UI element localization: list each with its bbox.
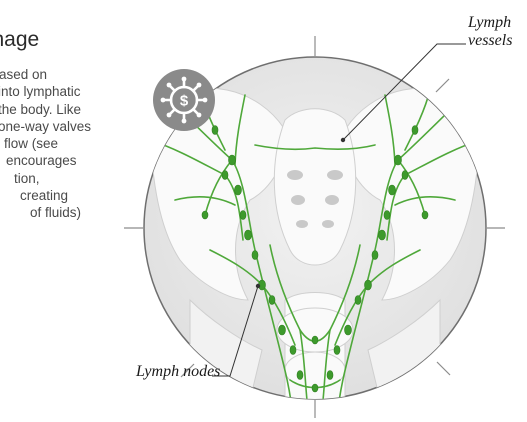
nodes-leader-dot xyxy=(256,284,260,288)
vessels-leader-dot xyxy=(341,138,345,142)
pelvis-bones xyxy=(150,88,480,400)
label-line: Lymph xyxy=(468,14,527,32)
label-line: vessels xyxy=(468,32,527,50)
dollar-virus-icon: $ xyxy=(153,69,215,131)
lymph-vessels-label: Lymph vessels xyxy=(468,14,527,50)
svg-text:$: $ xyxy=(180,93,189,110)
lymph-nodes-label: Lymph nodes xyxy=(136,363,220,381)
